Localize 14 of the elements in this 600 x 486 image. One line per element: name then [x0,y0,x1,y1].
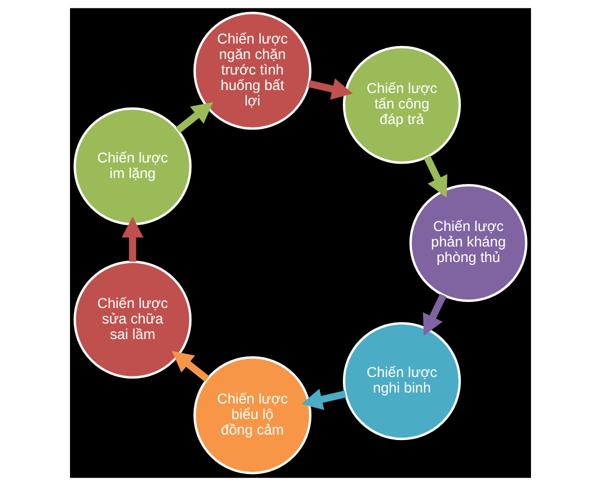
node-circle: Chiến lược ngăn chặn trước tình huống bất lợi [192,12,311,130]
arrow [308,78,352,100]
node-circle: Chiến lược im lặng [73,107,192,226]
node-circle: Chiến lược nghi binh [342,322,460,440]
arrow [175,102,213,134]
node-circle: Chiến lược tấn công đáp trả [342,46,460,164]
arrow [171,351,209,382]
node-circle: Chiến lược phản kháng phòng thủ [408,184,527,302]
arrow [422,294,446,336]
arrow [301,388,346,410]
node-circle: Chiến lược biểu lộ đồng cảm [192,356,311,474]
arrow [121,216,144,262]
arrow [423,156,447,198]
node-circle: Chiến lược sửa chữa sai lầm [73,260,192,379]
